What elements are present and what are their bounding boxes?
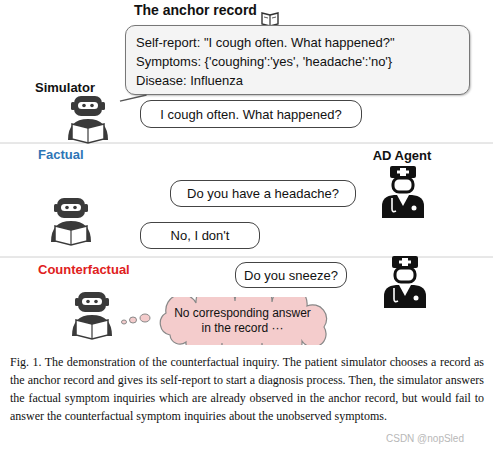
record-line: Disease: Influenza [136, 71, 459, 90]
doctor-icon-part [399, 285, 411, 296]
doctor-icon-part [412, 206, 417, 211]
actor-name: Simulator [35, 80, 120, 95]
separator-line [0, 257, 493, 258]
doctor-icon-part [397, 171, 409, 174]
doctor-icon-part [392, 256, 418, 268]
utterance: I cough often. What happened? [160, 107, 341, 122]
robot-icon-part [55, 226, 87, 245]
doctor-icon-part [382, 195, 424, 218]
utterance: Do you have a headache? [187, 186, 339, 201]
book-icon-part [264, 17, 268, 18]
robot-icon-part [87, 128, 88, 143]
utterance: No, I don't [171, 228, 230, 243]
robot-icon-part [91, 324, 92, 339]
thought-dots-part [122, 320, 127, 324]
speech-bubble: Do you sneeze? [235, 262, 347, 288]
robot-icon-part [61, 204, 81, 211]
robot-icon-part [70, 230, 71, 245]
record-line: Symptoms: {'coughing':'yes', 'headache':… [136, 52, 459, 71]
utterance: Do you sneeze? [244, 268, 338, 283]
robot-icon-part [65, 206, 69, 210]
robot-icon [68, 96, 108, 143]
robot-icon-part [82, 298, 102, 305]
doctor-icon-part [390, 166, 416, 178]
agent-actor: AD Agent [360, 148, 444, 220]
section-label: Counterfactual [38, 262, 130, 277]
speech-bubble: I cough often. What happened? [140, 100, 362, 128]
cloud-shape [160, 297, 326, 345]
robot-icon-part [94, 300, 98, 304]
doctor-icon-part [394, 288, 398, 302]
watermark: CSDN @nopSled [386, 433, 464, 444]
thought-dots-part [140, 314, 150, 322]
doctor-icon [382, 166, 424, 218]
robot-icon-part [57, 198, 85, 218]
doctor-icon-part [395, 268, 415, 282]
actor-name: AD Agent [360, 148, 444, 163]
robot-icon-part [74, 96, 102, 116]
doctor-icon-part [384, 285, 426, 308]
doctor-icon-part [397, 195, 409, 206]
robot-icon-part [86, 300, 90, 304]
robot-icon-part [73, 206, 77, 210]
doctor-icon-part [414, 296, 419, 301]
book-icon-part [272, 17, 276, 18]
figure-caption: Fig. 1. The demonstration of the counter… [10, 353, 484, 425]
record-line: Self-report: "I cough often. What happen… [136, 33, 459, 52]
separator-line [0, 143, 493, 144]
thought-dots-part [130, 317, 137, 323]
robot-icon-part [78, 292, 106, 312]
doctor-icon [384, 256, 426, 308]
doctor-icon-part [393, 178, 413, 192]
connector-line [120, 95, 147, 101]
speech-bubble: Do you have a headache? [170, 180, 356, 207]
robot-icon [72, 292, 112, 339]
speech-bubble: No, I don't [140, 222, 260, 249]
thought-dots [122, 314, 151, 324]
record-box: The anchor recordSelf-report: "I cough o… [125, 25, 470, 95]
robot-icon-part [90, 104, 94, 108]
doctor-icon-part [399, 261, 411, 264]
robot-icon [51, 198, 91, 245]
robot-icon-part [78, 102, 98, 109]
robot-icon-part [76, 320, 108, 339]
section-label: Factual [38, 147, 84, 162]
thought-text: No corresponding answer in the record ··… [174, 306, 311, 336]
robot-icon-part [82, 104, 86, 108]
doctor-icon-part [392, 198, 396, 212]
robot-icon-part [72, 124, 104, 143]
simulator-actor: Simulator [35, 80, 120, 142]
record-title: The anchor record [134, 2, 257, 18]
thought-cloud: No corresponding answer in the record ··… [150, 297, 335, 345]
